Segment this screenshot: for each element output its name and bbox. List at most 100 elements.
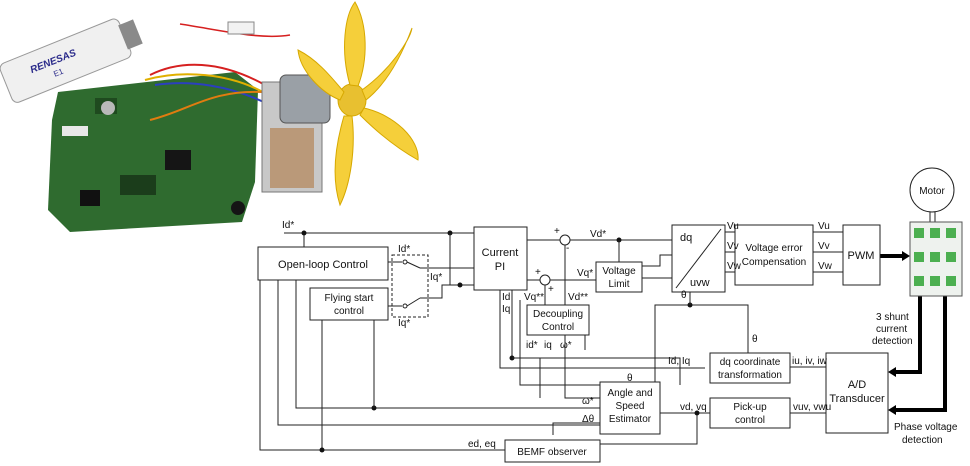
block-estimator	[599, 381, 661, 435]
block-open-loop-label: Open-loop Control	[278, 259, 368, 271]
shunt-line2: current	[876, 324, 907, 335]
wire-orange	[149, 90, 263, 121]
sig-id: Id	[502, 292, 510, 303]
sig-vv2: Vv	[818, 241, 830, 252]
line-theta-est	[519, 300, 600, 386]
sig-vq-star: Vq*	[577, 268, 593, 279]
sum-plus-d: +	[554, 226, 560, 237]
decoupling-line2: Control	[542, 322, 574, 333]
block-decoupling	[526, 304, 590, 336]
fan-blade-3	[359, 107, 419, 161]
dq-transform-line1: dq coordinate	[720, 357, 781, 368]
sig-vu2: Vu	[818, 221, 830, 232]
motor-bracket	[270, 128, 314, 188]
signal-labels: Id* Id* Iq* Iq* Vd* Vq* Vd** Vq** Id Iq …	[282, 220, 958, 450]
estimator-line1: Angle and	[607, 388, 652, 399]
sig-iq-star-switch: Iq*	[398, 318, 410, 329]
voltage-error-line2: Compensation	[742, 257, 806, 268]
inverter-switches	[914, 228, 956, 286]
sig-vu: Vu	[727, 221, 739, 232]
pickup-line1: Pick-up	[733, 402, 767, 413]
block-voltage-error	[734, 224, 814, 286]
wire-yellow	[144, 73, 269, 96]
motor-label: Motor	[919, 186, 945, 197]
block-dq-transform	[709, 352, 791, 384]
sig-vd-2star: Vd**	[568, 292, 588, 303]
block-pwm	[842, 224, 881, 286]
block-flying-start	[309, 287, 389, 321]
sig-vv: Vv	[727, 241, 739, 252]
flying-start-line2: control	[334, 306, 364, 317]
sig-vw: Vw	[727, 261, 742, 272]
sig-vd-star: Vd*	[590, 229, 606, 240]
emulator-cable-end	[118, 19, 143, 50]
sig-vw2: Vw	[818, 261, 833, 272]
line-vdvq-bemf	[600, 413, 698, 445]
sum-minus-d: -	[566, 243, 569, 254]
sig-id-star-switch: Id*	[398, 244, 410, 255]
current-pi-line2: PI	[495, 261, 505, 273]
ad-line2: Transducer	[829, 393, 885, 405]
sig-iq-star-out: Iq*	[430, 272, 442, 283]
hardware-photo: RENESAS E1	[0, 1, 419, 232]
phase-line1: Phase voltage	[894, 422, 958, 433]
line-dtheta	[277, 280, 600, 426]
fan	[297, 1, 419, 207]
motor-symbol	[909, 167, 955, 213]
sig-id-star2: id*	[526, 340, 538, 351]
line-idq-feedback	[499, 290, 705, 369]
current-pi-line1: Current	[482, 247, 519, 259]
sig-edeq: ed, eq	[468, 439, 496, 450]
sum-plus-q: +	[535, 267, 541, 278]
voltage-limit-line1: Voltage	[602, 266, 636, 277]
flying-start-line1: Flying start	[325, 293, 374, 304]
pcb-capacitor	[101, 101, 115, 115]
block-voltage-limit	[595, 261, 643, 293]
estimator-line2: Speed	[616, 401, 645, 412]
shunt-line1: 3 shunt	[876, 312, 909, 323]
fan-blade-4	[334, 115, 354, 207]
sum-plus-q2: +	[548, 284, 554, 295]
decoupling-line1: Decoupling	[533, 309, 583, 320]
sig-vq-2star: Vq**	[524, 292, 544, 303]
sig-dtheta: Δθ	[582, 414, 595, 425]
sig-theta-est: θ	[627, 373, 633, 384]
signal-lines	[259, 205, 947, 453]
line-iq-est	[512, 357, 681, 385]
fan-blade-2	[361, 27, 413, 101]
sig-iq: Iq	[502, 304, 510, 315]
dq-label: dq	[680, 232, 692, 244]
wire-connector	[227, 21, 255, 35]
sig-iuvw: iu, iv, iw	[792, 356, 828, 367]
block-bemf	[504, 439, 601, 463]
voltage-error-line1: Voltage error	[745, 243, 803, 254]
ad-line1: A/D	[848, 379, 866, 391]
sig-omega-star: ω*	[560, 340, 572, 351]
sig-omega2: ω*	[582, 396, 594, 407]
sig-idq: Id, Iq	[668, 356, 690, 367]
motor-body	[279, 74, 331, 124]
line-omega	[564, 335, 600, 399]
wire-blue	[154, 82, 271, 106]
pwm-label: PWM	[848, 250, 875, 262]
pcb-knob	[231, 201, 245, 215]
block-current-pi	[473, 226, 528, 291]
fan-blade-5	[297, 49, 345, 101]
block-pickup	[709, 397, 791, 429]
pcb-board	[48, 72, 258, 232]
pcb-mcu	[165, 150, 191, 170]
sig-theta-right: θ	[752, 334, 758, 345]
line-phase	[896, 296, 947, 412]
uvw-label: uvw	[690, 277, 710, 289]
pcb-label	[62, 126, 88, 136]
block-open-loop	[257, 246, 389, 281]
pickup-line2: control	[735, 415, 765, 426]
line-theta-top	[654, 304, 749, 385]
estimator-line3: Estimator	[609, 414, 652, 425]
shunt-line3: detection	[872, 336, 913, 347]
line-limit-to-dq	[642, 254, 672, 267]
block-ad	[825, 352, 889, 434]
fan-blade-1	[344, 1, 366, 87]
pcb-connector	[120, 175, 156, 195]
